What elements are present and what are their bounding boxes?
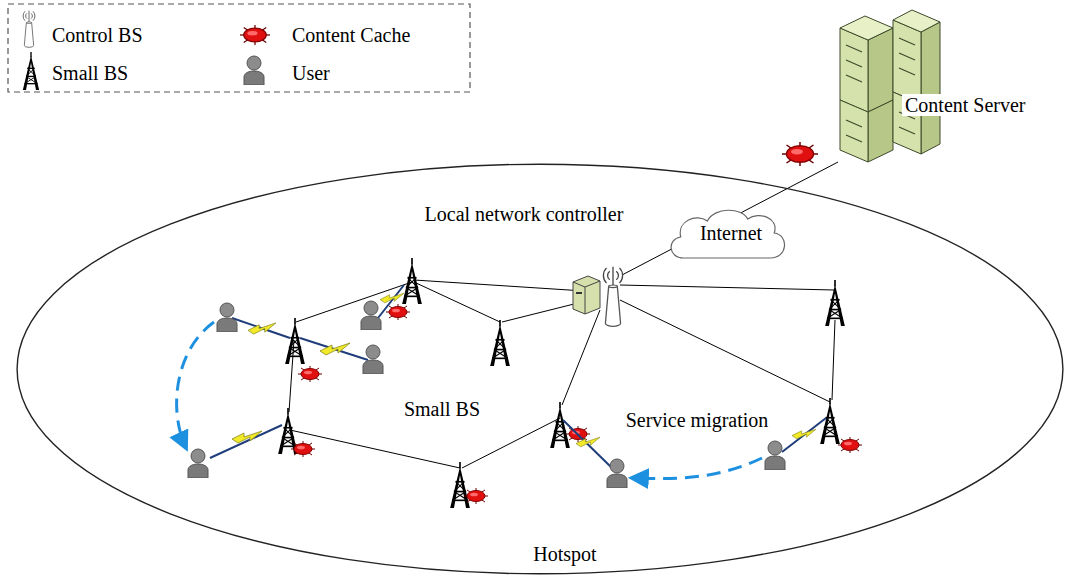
content-cache-icon [782, 142, 818, 166]
node-text: Hotspot [533, 543, 596, 565]
migration-paths [177, 322, 762, 479]
local-network-controller [573, 267, 623, 327]
backhaul-links [289, 162, 838, 468]
small-bs-label: Small BS [401, 398, 483, 420]
small-bs-towers [278, 258, 845, 508]
content-server [840, 10, 940, 162]
legend-text: Control BS [52, 24, 143, 46]
content-cache-icon [240, 25, 270, 45]
wireless-bolts [232, 293, 816, 447]
internet-cloud: Internet [664, 206, 790, 264]
user-icon [244, 56, 264, 85]
controller-label: Local network controller [422, 203, 627, 225]
server-label: Content Server [902, 94, 1029, 116]
legend-text: Content Cache [292, 24, 410, 46]
node-text: Internet [700, 222, 762, 244]
legend-frame [8, 4, 470, 92]
wireless-links [210, 285, 826, 468]
users [188, 301, 785, 488]
legend-text: Small BS [52, 62, 128, 84]
legend-text: User [292, 62, 330, 84]
small-bs-icon [23, 52, 39, 90]
cache-markers [291, 304, 862, 504]
migration-label: Service migration [623, 409, 772, 431]
control-bs-icon [23, 11, 35, 48]
